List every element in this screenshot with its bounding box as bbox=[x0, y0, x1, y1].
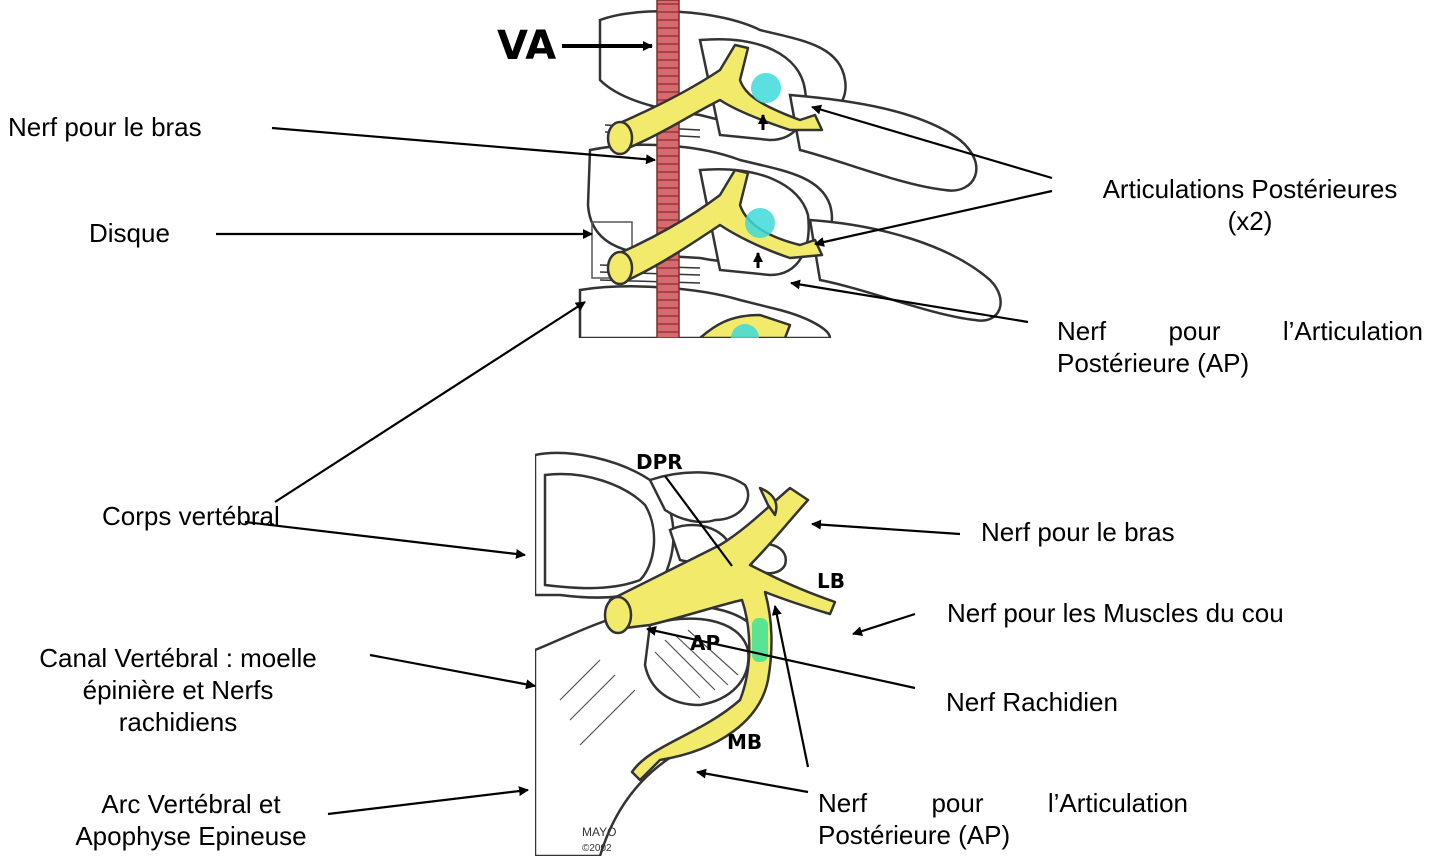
label-facet-nerve-bottom-line1: Nerf pour l’Articulation bbox=[818, 787, 1188, 819]
leader-canal bbox=[370, 655, 535, 686]
label-facet-nerve-bottom: Nerf pour l’Articulation Postérieure (AP… bbox=[818, 787, 1188, 851]
label-arch-line1: Arc Vertébral et bbox=[10, 788, 372, 820]
label-arm-nerve-bottom: Nerf pour le bras bbox=[981, 516, 1175, 548]
label-arm-nerve-top: Nerf pour le bras bbox=[8, 111, 202, 143]
word-articulation: l’Articulation bbox=[1048, 787, 1188, 819]
label-facet-nerve-bottom-line2: Postérieure (AP) bbox=[818, 819, 1188, 851]
label-canal-line3: rachidiens bbox=[3, 706, 353, 738]
label-arch-line2: Apophyse Epineuse bbox=[10, 820, 372, 852]
word-pour: pour bbox=[931, 787, 983, 819]
label-neck-muscles: Nerf pour les Muscles du cou bbox=[947, 597, 1284, 629]
label-vertebral-body: Corps vertébral bbox=[102, 500, 280, 532]
label-facet-joints-line2: (x2) bbox=[1062, 205, 1438, 237]
mayo-year: ©2002 bbox=[582, 843, 612, 854]
word-nerf: Nerf bbox=[818, 787, 867, 819]
word-articulation: l’Articulation bbox=[1283, 315, 1423, 347]
label-disc: Disque bbox=[89, 217, 170, 249]
label-facet-joints: Articulations Postérieures (x2) bbox=[1062, 173, 1438, 237]
va-tag: VA bbox=[497, 23, 556, 69]
label-facet-joints-line1: Articulations Postérieures bbox=[1062, 173, 1438, 205]
leader-facet-nerve-bottom bbox=[697, 772, 808, 792]
label-spinal-nerve: Nerf Rachidien bbox=[946, 686, 1118, 718]
label-facet-nerve-top: Nerf pour l’Articulation Postérieure (AP… bbox=[1057, 315, 1423, 379]
leader-facet-nerve-bottom-up bbox=[775, 606, 808, 767]
lb-tag: LB bbox=[817, 569, 845, 593]
label-facet-nerve-top-line1: Nerf pour l’Articulation bbox=[1057, 315, 1423, 347]
leader-facet-2 bbox=[815, 191, 1052, 244]
label-vertebral-canal: Canal Vertébral : moelle épinière et Ner… bbox=[3, 642, 353, 742]
label-canal-line1: Canal Vertébral : moelle bbox=[3, 642, 353, 674]
label-vertebral-arch: Arc Vertébral et Apophyse Epineuse bbox=[10, 788, 372, 852]
leader-vertebral-body-bottom bbox=[245, 522, 525, 555]
word-nerf: Nerf bbox=[1057, 315, 1106, 347]
label-facet-nerve-top-line2: Postérieure (AP) bbox=[1057, 347, 1423, 379]
leader-arm-nerve-top bbox=[272, 128, 655, 160]
label-canal-line2: épinière et Nerfs bbox=[3, 674, 353, 706]
mb-tag: MB bbox=[727, 730, 762, 754]
mayo-credit: MAYO bbox=[582, 825, 616, 839]
leader-neck-muscles bbox=[853, 614, 915, 634]
dpr-tag: DPR bbox=[636, 450, 683, 474]
word-pour: pour bbox=[1168, 315, 1220, 347]
vertebra-illustration: MAYO ©2002 bbox=[535, 453, 835, 856]
cervical-spine-illustration bbox=[580, 0, 1001, 352]
leader-arm-nerve-bottom bbox=[812, 524, 960, 534]
